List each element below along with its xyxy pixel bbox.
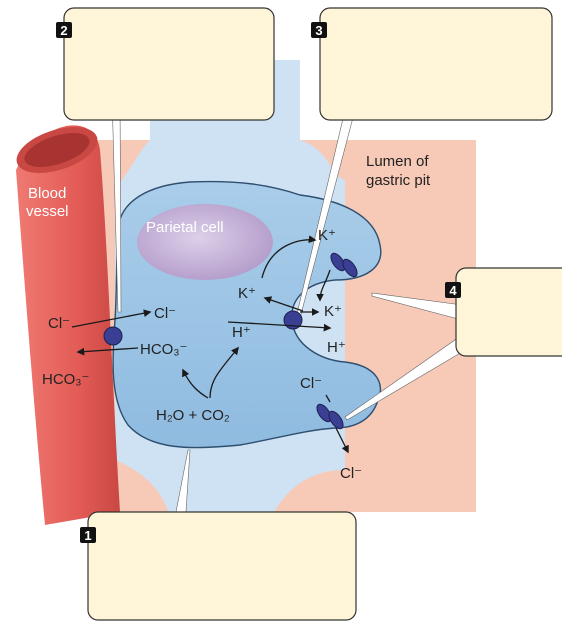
callout-box-4	[456, 268, 562, 356]
cl-blood-label: Cl⁻	[48, 315, 70, 332]
lumen-label-line1: Lumen of	[366, 153, 429, 170]
callout-box-3	[320, 8, 552, 120]
parietal-cell-label: Parietal cell	[146, 219, 224, 236]
svg-text:4: 4	[449, 283, 457, 298]
svg-text:1: 1	[84, 528, 91, 543]
h-lumen-label: H⁺	[327, 339, 346, 356]
cl-cell-label: Cl⁻	[154, 305, 176, 322]
svg-text:2: 2	[60, 23, 67, 38]
k-lumen-label: K⁺	[324, 303, 342, 320]
cl-hco3-exchanger	[104, 327, 122, 345]
badge-4: 4	[445, 282, 461, 298]
h-cell-label: H⁺	[232, 324, 251, 341]
k-top-label: K⁺	[318, 227, 336, 244]
hco3-cell-label: HCO₃⁻	[140, 341, 187, 358]
badge-1: 1	[80, 527, 96, 543]
nucleus	[137, 204, 273, 280]
cl-lumen-lower-label: Cl⁻	[340, 465, 362, 482]
h2o-co2-label: H₂O + CO₂	[156, 407, 230, 424]
lumen-label-line2: gastric pit	[366, 172, 431, 189]
k-cell-label: K⁺	[238, 285, 256, 302]
callout-box-2	[64, 8, 274, 120]
hco3-blood-label: HCO₃⁻	[42, 371, 89, 388]
svg-text:3: 3	[315, 23, 322, 38]
badge-2: 2	[56, 22, 72, 38]
badge-3: 3	[311, 22, 327, 38]
blood-vessel-label-line2: vessel	[26, 203, 69, 220]
cl-lumen-upper-label: Cl⁻	[300, 375, 322, 392]
callout-box-1	[88, 512, 356, 620]
blood-vessel-label-line1: Blood	[28, 185, 66, 202]
